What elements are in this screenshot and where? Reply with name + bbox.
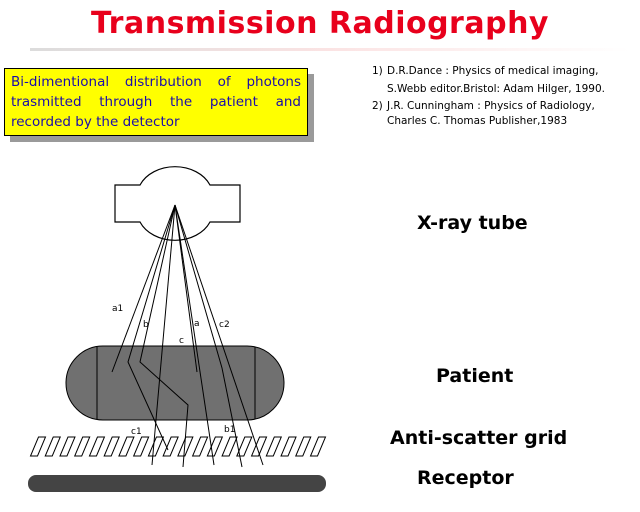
ray-c2-scattered — [174, 204, 243, 468]
grid-slat — [147, 436, 165, 457]
reference-number: 2) — [372, 100, 383, 112]
grid-slat — [191, 436, 209, 457]
ray-label-b1: b1 — [224, 425, 235, 435]
ray-c — [174, 204, 198, 373]
ray-label-c1: c1 — [131, 427, 142, 437]
label-receptor: Receptor — [417, 467, 514, 489]
ray-label-a1: a1 — [112, 304, 123, 314]
grid-slat — [250, 436, 268, 457]
ray-straight-right — [174, 204, 264, 466]
title-divider — [30, 48, 630, 51]
reference-line: J.R. Cunningham : Physics of Radiology, — [387, 100, 595, 112]
ray-straight-left — [151, 204, 176, 466]
reference-line: Charles C. Thomas Publisher,1983 — [387, 115, 568, 127]
ray-a1 — [111, 204, 176, 373]
reference-line: D.R.Dance : Physics of medical imaging, — [387, 65, 599, 77]
grid-slat — [162, 436, 179, 457]
ray-b-scattered — [139, 204, 189, 468]
ray-label-a: a — [194, 319, 200, 329]
grid-slat — [73, 436, 91, 457]
grid-slat — [29, 436, 47, 457]
ray-straight-mid — [174, 204, 215, 466]
grid-slat — [132, 436, 150, 457]
anti-scatter-grid — [29, 436, 327, 457]
grid-slat — [59, 436, 76, 457]
grid-slat — [103, 436, 120, 457]
photon-rays — [111, 204, 264, 468]
grid-slat — [309, 436, 327, 457]
label-anti-scatter-grid: Anti-scatter grid — [390, 427, 568, 449]
grid-slat — [44, 436, 61, 457]
ray-label-c: c — [179, 336, 184, 346]
references-list: 1) D.R.Dance : Physics of medical imaging… — [372, 64, 634, 131]
grid-slat — [236, 436, 253, 457]
patient-body-shape — [65, 345, 285, 421]
receptor-shape — [28, 475, 326, 492]
definition-text: Bi-dimentional distribution of photons t… — [11, 74, 301, 130]
slide-title: Transmission Radiography — [91, 6, 549, 41]
ray-scattered-left — [127, 204, 176, 451]
xray-tube-shape — [114, 166, 241, 241]
ray-label-b: b — [143, 320, 149, 330]
reference-line: S.Webb editor.Bristol: Adam Hilger, 1990… — [387, 83, 605, 95]
grid-slat — [280, 436, 297, 457]
grid-slat — [265, 436, 283, 457]
label-patient: Patient — [436, 365, 514, 387]
grid-slat — [295, 436, 312, 457]
reference-item: 2) J.R. Cunningham : Physics of Radiology… — [372, 99, 634, 129]
grid-slat — [88, 436, 106, 457]
grid-slat — [221, 436, 238, 457]
reference-number: 1) — [372, 65, 383, 77]
definition-box: Bi-dimentional distribution of photons t… — [4, 68, 308, 136]
grid-slat — [206, 436, 224, 457]
grid-slat — [118, 436, 135, 457]
reference-item: 1) D.R.Dance : Physics of medical imaging… — [372, 64, 634, 97]
label-xray-tube: X-ray tube — [417, 212, 528, 234]
ray-label-c2: c2 — [219, 320, 230, 330]
grid-slat — [177, 436, 194, 457]
